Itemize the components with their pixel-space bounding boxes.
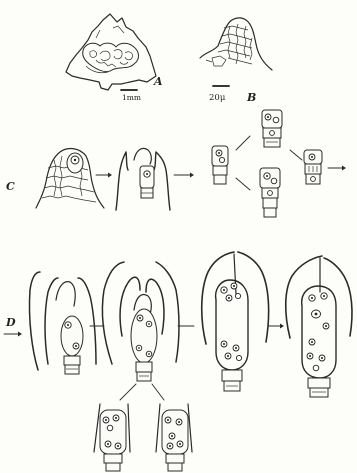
scale-label-b: 20μ bbox=[209, 93, 226, 103]
panel-label-d: D bbox=[5, 316, 16, 329]
arrow-c4-c6 bbox=[290, 150, 302, 160]
arrow-d2-variant-right bbox=[152, 384, 164, 400]
c-stage-4-tetrad-upper bbox=[262, 110, 282, 147]
panel-label-c: C bbox=[6, 180, 15, 193]
d-stage-2-four-nucleate bbox=[102, 262, 179, 381]
panel-c-megaspore-development: C bbox=[6, 110, 346, 217]
panel-d-embryo-sac-development: D bbox=[4, 252, 352, 471]
panel-b-nucellus-tip: 20μ B bbox=[200, 18, 272, 104]
d-stage-3-eight-nucleate bbox=[202, 252, 269, 391]
panel-label-a: A bbox=[153, 75, 163, 88]
c-stage-2-mmc bbox=[116, 148, 170, 210]
arrow-c3-up bbox=[236, 136, 250, 150]
scale-label-a: 1mm bbox=[122, 93, 141, 102]
c-stage-6-functional-megaspore bbox=[304, 150, 322, 184]
d-variant-right bbox=[156, 404, 192, 471]
d-stage-4-mature-sac bbox=[286, 256, 352, 397]
c-stage-1-nucellus bbox=[36, 149, 104, 208]
c-stage-5-tetrad-lower bbox=[260, 168, 280, 217]
panel-label-b: B bbox=[246, 91, 256, 104]
arrow-c3-down bbox=[236, 178, 250, 190]
arrow-d2-variant-left bbox=[120, 384, 136, 400]
panel-a-ovary-section: 1mm A bbox=[66, 14, 163, 102]
d-stage-1-two-nucleate bbox=[29, 272, 96, 374]
d-variant-left bbox=[94, 404, 130, 471]
c-stage-3-dyad bbox=[212, 146, 228, 184]
